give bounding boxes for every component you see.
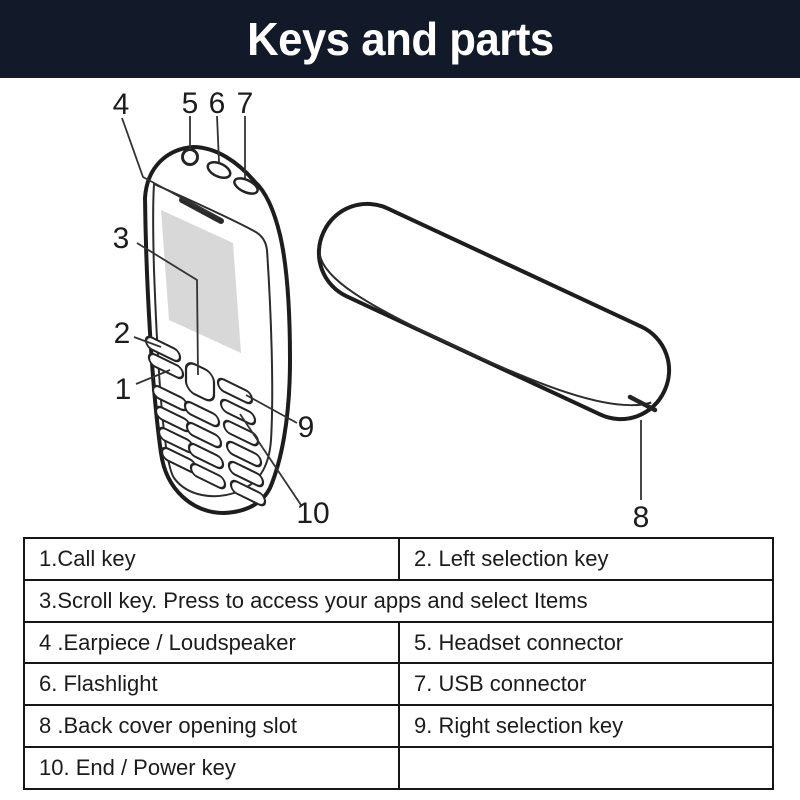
earpiece-slot xyxy=(179,197,224,224)
part-cell-empty xyxy=(398,746,774,790)
part-cell-earpiece: 4 .Earpiece / Loudspeaker xyxy=(23,620,400,665)
part-cell-call-key: 1.Call key xyxy=(23,537,400,581)
callout-line-4 xyxy=(121,117,220,219)
table-row: 6. Flashlight 7. USB connector xyxy=(23,662,774,707)
part-cell-scroll-key: 3.Scroll key. Press to access your apps … xyxy=(23,578,774,623)
callout-number-3: 3 xyxy=(113,222,130,255)
callout-number-1: 1 xyxy=(115,373,132,406)
part-cell-back-cover-slot: 8 .Back cover opening slot xyxy=(23,704,400,749)
part-cell-left-selection-key: 2. Left selection key xyxy=(398,537,774,581)
callout-line-2 xyxy=(133,336,162,348)
flashlight xyxy=(206,160,232,180)
back-cover-slot xyxy=(627,394,658,413)
callout-line-6 xyxy=(216,115,220,163)
part-cell-usb-connector: 7. USB connector xyxy=(398,662,774,707)
table-row: 1.Call key 2. Left selection key xyxy=(23,537,774,581)
keypad-key xyxy=(187,442,225,470)
parts-table-container: 1.Call key 2. Left selection key 3.Scrol… xyxy=(23,537,774,790)
back-cover-edge xyxy=(318,254,652,407)
back-cover xyxy=(316,201,672,422)
screen xyxy=(161,210,241,353)
callout-line-10 xyxy=(239,413,302,506)
keypad xyxy=(144,335,267,507)
table-row: 8 .Back cover opening slot 9. Right sele… xyxy=(23,704,774,749)
keypad-key xyxy=(183,400,221,428)
callout-number-5: 5 xyxy=(182,87,199,120)
callout-number-6: 6 xyxy=(209,87,226,120)
headset-connector xyxy=(181,148,199,166)
keypad-key xyxy=(229,479,267,507)
part-cell-flashlight: 6. Flashlight xyxy=(23,662,400,707)
callout-line-1 xyxy=(135,369,171,385)
table-row: 10. End / Power key xyxy=(23,746,774,790)
callout-numbers: 1 2 3 4 5 6 7 8 9 10 xyxy=(113,87,650,534)
table-row: 4 .Earpiece / Loudspeaker 5. Headset con… xyxy=(23,620,774,665)
table-row: 3.Scroll key. Press to access your apps … xyxy=(23,578,774,623)
callout-number-2: 2 xyxy=(114,317,131,350)
callout-number-9: 9 xyxy=(298,411,315,444)
keypad-key xyxy=(189,462,227,490)
keypad-key xyxy=(185,421,223,449)
phone-front-view-icon xyxy=(142,144,293,516)
callout-number-10: 10 xyxy=(296,497,329,530)
part-cell-headset-connector: 5. Headset connector xyxy=(398,620,774,665)
page-title: Keys and parts xyxy=(246,13,554,65)
scroll-key xyxy=(184,362,216,402)
part-cell-right-selection-key: 9. Right selection key xyxy=(398,704,774,749)
page-header: Keys and parts xyxy=(0,0,800,78)
callout-number-7: 7 xyxy=(237,87,254,120)
end-power-key xyxy=(219,398,257,426)
callout-lines xyxy=(121,115,642,506)
callout-number-4: 4 xyxy=(113,88,130,121)
callout-line-9 xyxy=(245,394,298,424)
keypad-key xyxy=(227,460,265,488)
keypad-key xyxy=(225,440,263,468)
usb-connector xyxy=(233,177,259,195)
part-cell-end-power-key: 10. End / Power key xyxy=(23,746,400,790)
callout-line-3 xyxy=(136,242,199,376)
callout-number-8: 8 xyxy=(633,501,650,534)
phone-back-view-icon xyxy=(316,201,672,422)
parts-table: 1.Call key 2. Left selection key 3.Scrol… xyxy=(23,537,774,790)
